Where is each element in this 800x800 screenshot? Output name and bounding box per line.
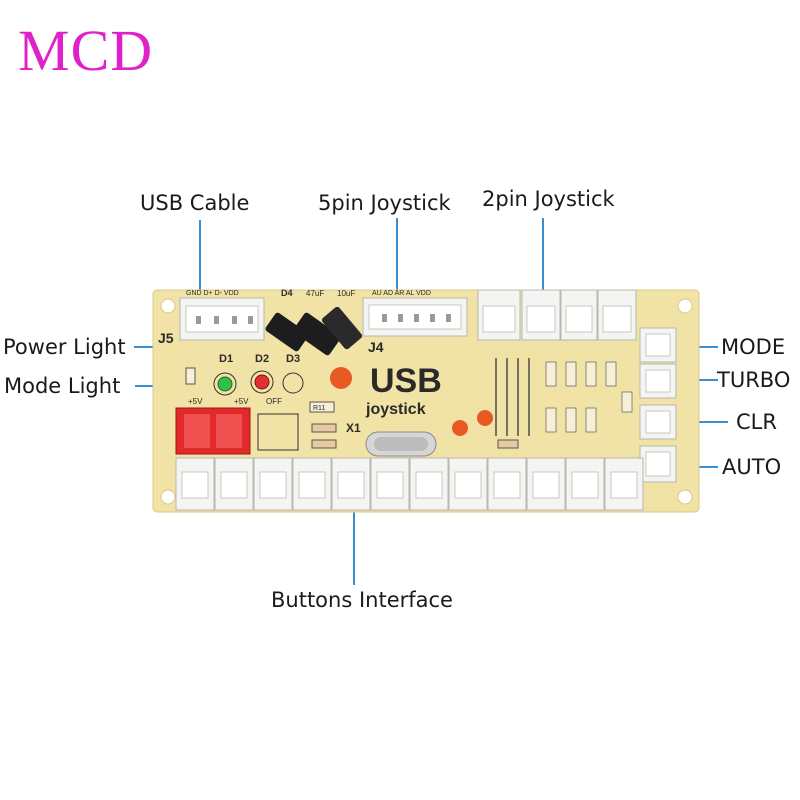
r11-resistor (309, 401, 335, 413)
j5-label: J5 (158, 330, 174, 346)
button-connector-socket (337, 471, 365, 499)
plus5v-label-a: +5V (188, 397, 203, 406)
cap-10uf-label: 10uF (337, 289, 355, 298)
button-connector-socket (181, 471, 209, 499)
switch-footprint (257, 413, 299, 451)
mode-light-callout: Mode Light (4, 374, 121, 398)
j4-label: J4 (368, 339, 384, 355)
usb-cable-connector (179, 297, 265, 341)
capacitor-10uf (293, 306, 363, 356)
ceramic-capacitor (452, 420, 468, 436)
joystick-5pin-callout: 5pin Joystick (318, 191, 451, 215)
joystick-2pin-connectors (477, 289, 637, 341)
turbo-connector (639, 363, 677, 399)
clr-connector (639, 404, 677, 440)
capacitor-47uf (265, 312, 309, 352)
board-title: USB (370, 362, 442, 400)
plus5v-label-b: +5V (234, 397, 249, 406)
button-connector-socket (415, 471, 443, 499)
brand-logo: MCD (18, 18, 154, 83)
button-connector-socket (571, 471, 599, 499)
clr-callout: CLR (736, 410, 777, 434)
small-resistor (185, 367, 196, 385)
turbo-callout: TURBO (717, 368, 791, 392)
j5-pin-labels: GND D+ D- VDD (186, 290, 239, 297)
resistor (497, 439, 519, 449)
power-light-led (250, 370, 274, 394)
d3-footprint (282, 372, 304, 394)
button-connector-socket (376, 471, 404, 499)
usb-cable-callout: USB Cable (140, 191, 250, 215)
cap-47uf-label: 47uF (306, 289, 324, 298)
mode-callout: MODE (721, 335, 786, 359)
resistor (311, 439, 337, 449)
mount-hole (160, 298, 176, 314)
d3-label: D3 (286, 353, 300, 365)
button-connector-socket (493, 471, 521, 499)
button-connector-socket (220, 471, 248, 499)
joystick-2pin-callout: 2pin Joystick (482, 187, 615, 211)
d1-label: D1 (219, 353, 233, 365)
resistor-array (545, 361, 633, 433)
buttons-interface-connectors (175, 457, 644, 511)
button-connector-socket (259, 471, 287, 499)
mount-hole (677, 489, 693, 505)
mount-hole (160, 489, 176, 505)
auto-callout: AUTO (722, 455, 782, 479)
ceramic-capacitor (330, 367, 352, 389)
crystal-oscillator-top (374, 437, 428, 451)
x1-label: X1 (346, 421, 361, 435)
mode-light-led (213, 372, 237, 396)
ceramic-capacitor (477, 410, 493, 426)
off-label: OFF (266, 397, 282, 406)
joystick-5pin-connector (362, 297, 468, 337)
resistor (311, 423, 337, 433)
r11-label: R11 (313, 405, 325, 412)
mount-hole (677, 298, 693, 314)
button-connector-socket (298, 471, 326, 499)
auto-connector (639, 445, 677, 483)
board-subtitle: joystick (365, 401, 426, 418)
signal-diodes (495, 358, 530, 436)
mode-connector (639, 327, 677, 363)
d2-label: D2 (255, 353, 269, 365)
power-switch (175, 407, 251, 455)
button-connector-socket (454, 471, 482, 499)
button-connector-socket (610, 471, 638, 499)
button-connector-socket (532, 471, 560, 499)
d4-label: D4 (281, 288, 293, 298)
buttons-interface-callout: Buttons Interface (271, 588, 453, 612)
j4-pin-labels: AU AD AR AL VDD (372, 290, 431, 297)
power-light-callout: Power Light (3, 335, 126, 359)
